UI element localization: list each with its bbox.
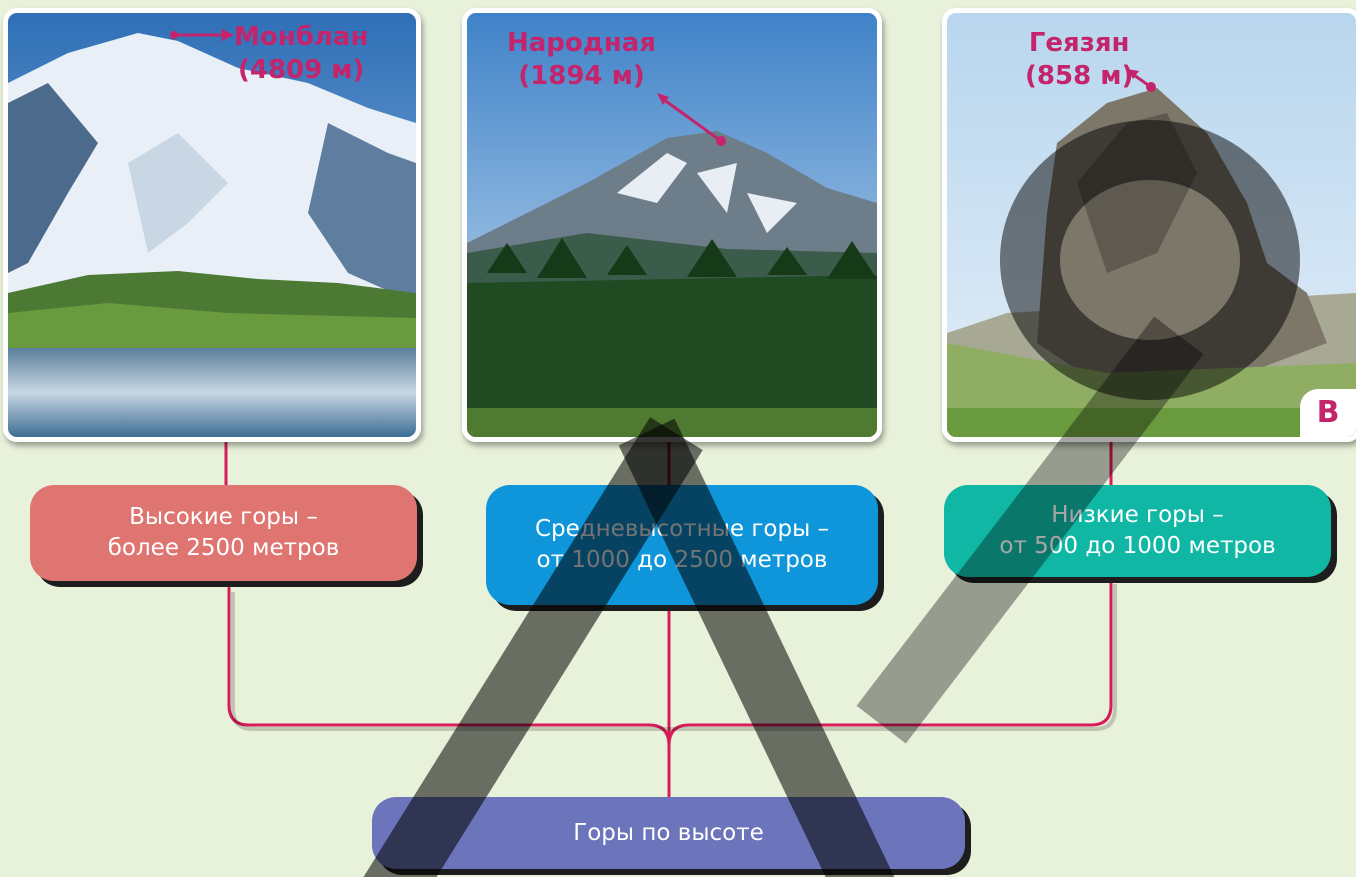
geyazan-name: Геязян [1028, 28, 1130, 58]
image-badge: B [1300, 389, 1356, 437]
photo-narodnaya: Народная (1894 м) [462, 8, 882, 442]
geyazan-label: Геязян (858 м) [1025, 27, 1133, 93]
mont-blanc-name: Монблан [234, 22, 369, 52]
narodnaya-label: Народная (1894 м) [507, 27, 656, 93]
mont-blanc-height: (4809 м) [237, 55, 365, 85]
category-medium-range: от 1000 до 2500 метров [536, 547, 828, 573]
category-high-mountains: Высокие горы – более 2500 метров [30, 485, 417, 581]
root-label: Горы по высоте [573, 819, 764, 846]
narodnaya-arrow [657, 93, 726, 146]
mont-blanc-arrow [170, 29, 234, 41]
mont-blanc-label: Монблан (4809 м) [234, 21, 368, 87]
category-low-mountains: Низкие горы – от 500 до 1000 метров [944, 485, 1331, 577]
category-high-title: Высокие горы – [129, 504, 318, 530]
narodnaya-name: Народная [507, 28, 656, 58]
root-mountains-by-height: Горы по высоте [372, 797, 965, 869]
narodnaya-image [467, 13, 877, 437]
geyazan-height: (858 м) [1025, 61, 1134, 91]
geyazan-arrow [1127, 69, 1156, 92]
category-medium-mountains: Средневысотные горы – от 1000 до 2500 ме… [486, 485, 878, 605]
narodnaya-height: (1894 м) [518, 61, 645, 91]
connector-left-branch [227, 586, 671, 747]
category-low-title: Низкие горы – [1051, 502, 1224, 528]
category-high-range: более 2500 метров [107, 535, 340, 561]
category-low-range: от 500 до 1000 метров [999, 533, 1276, 559]
category-medium-title: Средневысотные горы – [534, 516, 830, 542]
photo-mont-blanc: Монблан (4809 м) [3, 8, 421, 442]
photo-geyazan: Геязян (858 м) B [942, 8, 1356, 442]
mont-blanc-image [8, 13, 416, 437]
